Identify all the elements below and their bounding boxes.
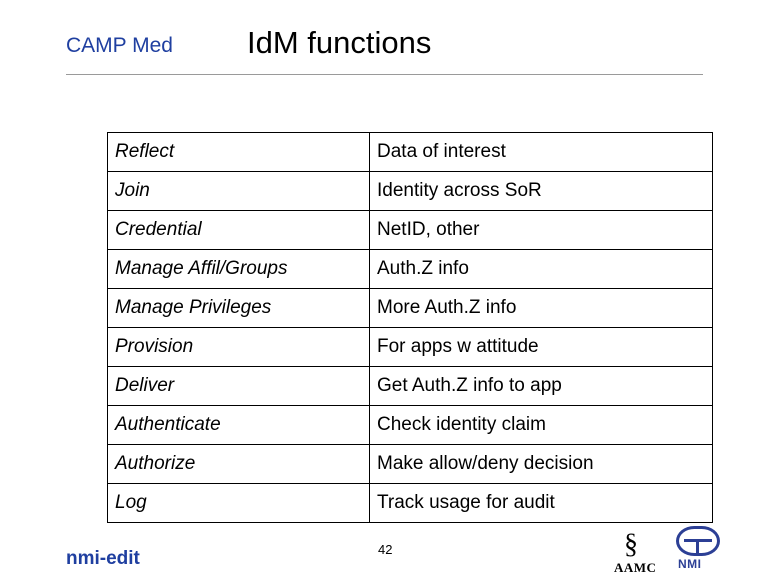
function-cell: Join — [107, 171, 370, 211]
table-row: Log Track usage for audit — [107, 483, 713, 523]
idm-functions-table: Reflect Data of interest Join Identity a… — [107, 132, 713, 523]
function-cell: Manage Affil/Groups — [107, 249, 370, 289]
description-cell: Track usage for audit — [369, 483, 713, 523]
page-title: IdM functions — [247, 25, 432, 60]
table-row: Provision For apps w attitude — [107, 327, 713, 367]
table-body: Reflect Data of interest Join Identity a… — [107, 132, 713, 523]
table-row: Credential NetID, other — [107, 210, 713, 250]
aamc-wordmark: AAMC — [614, 560, 657, 575]
description-cell: Get Auth.Z info to app — [369, 366, 713, 406]
table-row: Join Identity across SoR — [107, 171, 713, 211]
description-cell: For apps w attitude — [369, 327, 713, 367]
aamc-logo: § AAMC — [614, 530, 674, 576]
footer-logos: § AAMC NMI — [614, 526, 724, 576]
page-number: 42 — [378, 542, 393, 557]
table-row: Reflect Data of interest — [107, 132, 713, 172]
description-cell: Check identity claim — [369, 405, 713, 445]
table-row: Deliver Get Auth.Z info to app — [107, 366, 713, 406]
brand-label: CAMP Med — [66, 34, 173, 57]
table-row: Authenticate Check identity claim — [107, 405, 713, 445]
table-row: Authorize Make allow/deny decision — [107, 444, 713, 484]
nmi-wordmark: NMI — [678, 557, 702, 571]
description-cell: Make allow/deny decision — [369, 444, 713, 484]
footer-label: nmi-edit — [66, 548, 140, 569]
nmi-logo: NMI — [672, 526, 724, 574]
function-cell: Deliver — [107, 366, 370, 406]
description-cell: NetID, other — [369, 210, 713, 250]
function-cell: Authorize — [107, 444, 370, 484]
table-row: Manage Privileges More Auth.Z info — [107, 288, 713, 328]
header-divider — [66, 74, 703, 75]
aamc-mark-icon: § — [624, 529, 638, 560]
function-cell: Log — [107, 483, 370, 523]
nmi-stem-icon — [696, 539, 699, 555]
description-cell: Identity across SoR — [369, 171, 713, 211]
table-row: Manage Affil/Groups Auth.Z info — [107, 249, 713, 289]
function-cell: Authenticate — [107, 405, 370, 445]
function-cell: Provision — [107, 327, 370, 367]
function-cell: Credential — [107, 210, 370, 250]
description-cell: Data of interest — [369, 132, 713, 172]
function-cell: Manage Privileges — [107, 288, 370, 328]
function-cell: Reflect — [107, 132, 370, 172]
description-cell: More Auth.Z info — [369, 288, 713, 328]
description-cell: Auth.Z info — [369, 249, 713, 289]
